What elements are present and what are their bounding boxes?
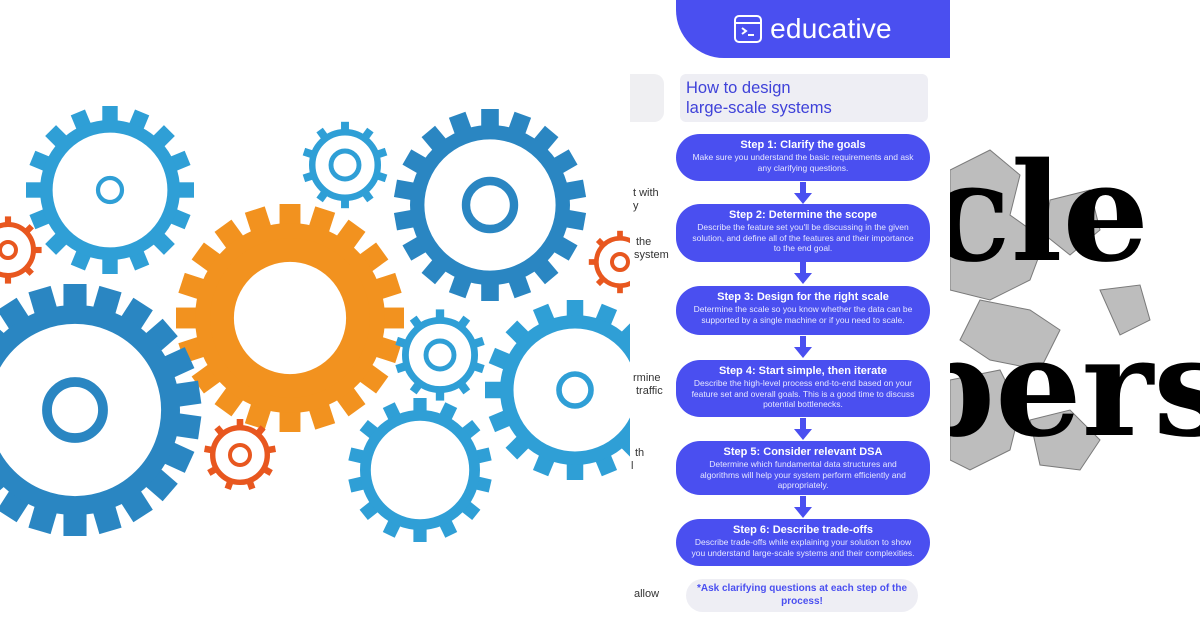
step-description: Describe trade-offs while explaining you… (691, 537, 915, 558)
brand-logo-text: educative (770, 13, 892, 44)
text-fragment: rmine (633, 372, 661, 384)
title-line: large-scale systems (686, 99, 832, 117)
text-fragment: y (633, 200, 639, 212)
gear-icon (348, 398, 492, 542)
down-arrow-icon (794, 418, 812, 440)
gear-icon (395, 309, 485, 401)
gear-icon (393, 109, 587, 301)
gears-illustration (0, 106, 630, 542)
title-line: How to design (686, 79, 791, 97)
text-fragment: the (636, 236, 652, 248)
infographic-title: How to design large-scale systems (680, 74, 928, 122)
step-title: Step 1: Clarify the goals (740, 139, 866, 151)
word-fragment-top: cle (950, 133, 1149, 293)
gear-icon (203, 419, 277, 490)
text-fragment: system (634, 249, 669, 261)
step-description: Determine the scale so you know whether … (693, 304, 913, 325)
step-description: Describe the high-level process end-to-e… (691, 378, 915, 409)
brand-header: educative (676, 0, 950, 58)
down-arrow-icon (794, 336, 812, 358)
step-title: Step 4: Start simple, then iterate (718, 365, 888, 377)
cropped-title-box (630, 74, 664, 122)
step-title: Step 2: Determine the scope (729, 209, 877, 221)
text-fragment: traffic (636, 385, 663, 397)
step-title: Step 5: Consider relevant DSA (723, 446, 883, 458)
cropped-title-image: cle pers (950, 0, 1200, 630)
gears-graphic (0, 106, 630, 542)
step-title: Step 3: Design for the right scale (717, 291, 889, 303)
system-design-infographic: educative How to design large-scale syst… (676, 0, 950, 630)
down-arrow-icon (794, 496, 812, 518)
text-fragment: th (635, 447, 645, 459)
step-5-card: Step 5: Consider relevant DSA Determine … (676, 441, 930, 495)
step-2-card: Step 2: Determine the scope Describe the… (676, 204, 930, 262)
text-fragment: t with (633, 187, 659, 199)
step-1-card: Step 1: Clarify the goals Make sure you … (676, 134, 930, 181)
tip-note: *Ask clarifying questions at each step o… (686, 579, 918, 612)
step-title: Step 6: Describe trade-offs (733, 524, 873, 536)
gear-icon (0, 216, 42, 284)
down-arrow-icon (794, 262, 812, 284)
step-description: Determine which fundamental data structu… (700, 459, 906, 490)
step-description: Make sure you understand the basic requi… (692, 152, 914, 173)
gear-icon (176, 204, 404, 432)
down-arrow-icon (794, 182, 812, 204)
text-fragment: allow (634, 588, 660, 600)
step-3-card: Step 3: Design for the right scale Deter… (676, 286, 930, 335)
step-description: Describe the feature set you'll be discu… (692, 222, 914, 253)
gear-icon (588, 230, 630, 294)
step-6-card: Step 6: Describe trade-offs Describe tra… (676, 519, 930, 566)
gear-icon (302, 121, 388, 209)
step-4-card: Step 4: Start simple, then iterate Descr… (676, 360, 930, 417)
cropped-text-column: t with y the system rmine traffic th l a… (630, 0, 676, 630)
gear-icon (485, 300, 630, 480)
gear-icon (0, 284, 202, 536)
word-fragment-bottom: pers (950, 308, 1200, 468)
paper-texture-graphic (950, 149, 1151, 471)
text-fragment: l (631, 460, 634, 472)
gear-icon (26, 106, 194, 274)
terminal-icon (734, 15, 763, 43)
